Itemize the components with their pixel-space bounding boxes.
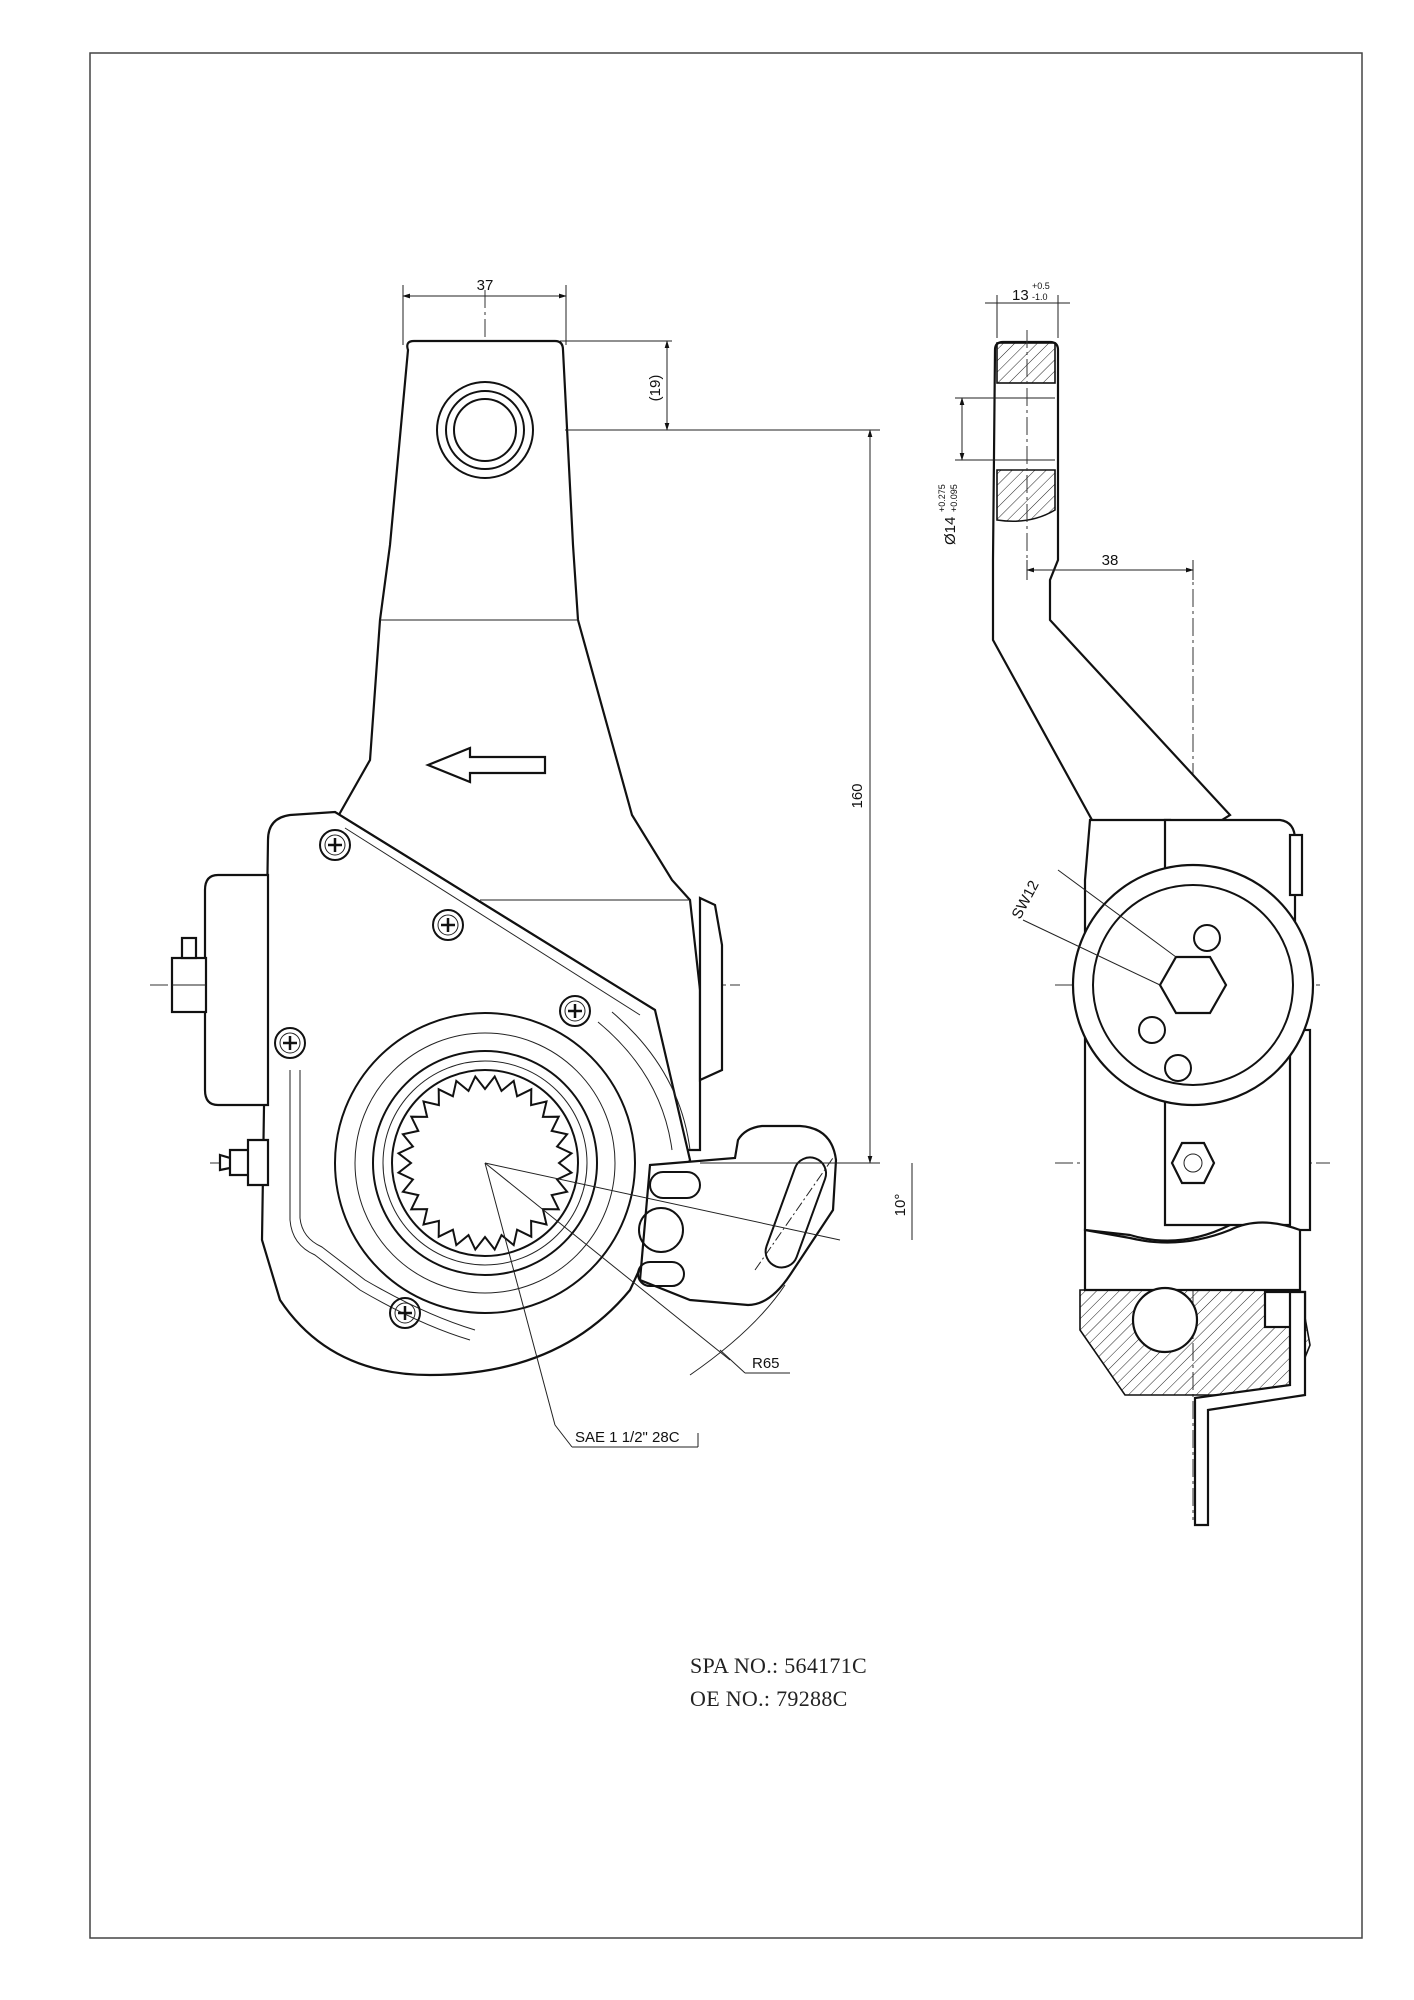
drawing-border	[89, 52, 1363, 1939]
front-view: 37 (19) 160 10° R65 SAE 1 1/2" 28C	[150, 277, 913, 1448]
side-arm-section-top	[996, 342, 1056, 384]
worm-bolt-stub	[180, 936, 198, 960]
oe-number: OE NO.: 79288C	[690, 1686, 848, 1711]
side-lower-nut-inner	[1183, 1153, 1203, 1173]
side-right-flange	[1288, 1028, 1312, 1232]
r65-arc	[689, 1284, 786, 1376]
dim-10deg: 10°	[892, 1194, 909, 1217]
worm-boss	[203, 873, 270, 1107]
clevis-hole-outer	[436, 381, 534, 479]
dim-bore-tol-lower: +0.095	[949, 484, 959, 512]
gear-ring-3	[372, 1050, 598, 1276]
housing-channel-2	[299, 1070, 476, 1331]
spa-number: SPA NO.: 564171C	[690, 1653, 867, 1678]
dim-19: (19)	[647, 375, 664, 402]
side-section-bearing	[1131, 1286, 1199, 1354]
dim-37: 37	[477, 277, 494, 294]
screw-icon	[319, 829, 351, 861]
dim-sw12: SW12	[1009, 878, 1043, 922]
housing-channel	[289, 1070, 471, 1341]
arm-pivot-hole	[638, 1207, 684, 1253]
screw-icon	[389, 1297, 421, 1329]
dim-bore: Ø14	[942, 517, 959, 545]
sw12-leader	[1022, 919, 1161, 986]
arm-pin-slot-1	[649, 1171, 701, 1199]
adjuster-housing	[260, 810, 692, 1377]
r65-leader	[719, 1349, 746, 1374]
housing-side-tab	[698, 896, 724, 1082]
construction-line-angle	[484, 1162, 841, 1241]
housing-arc-slot	[611, 1011, 691, 1151]
side-lower-nut	[1170, 1141, 1216, 1185]
construction-line-r65	[484, 1162, 731, 1361]
worm-hole-top	[1193, 924, 1221, 952]
side-view: 13 +0.5 -1.0 Ø14 +0.275 +0.095 38 SW12	[937, 281, 1330, 1527]
spline-teeth	[396, 1074, 574, 1252]
side-bottom-section	[1083, 1221, 1302, 1292]
side-bracket	[1193, 1290, 1307, 1527]
dim-13-tol-lower: -1.0	[1032, 292, 1048, 302]
worm-hole-left	[1138, 1016, 1166, 1044]
dim-160: 160	[849, 783, 866, 808]
clevis-hole-inner	[453, 398, 517, 462]
construction-line-spline	[484, 1162, 556, 1426]
grease-nipple	[218, 1138, 270, 1187]
gear-ring-2	[354, 1032, 616, 1294]
cover-screw-icons	[274, 829, 591, 1329]
sw12-leader-2	[1057, 869, 1177, 958]
dim-13: 13	[1012, 287, 1029, 304]
dim-38: 38	[1102, 552, 1119, 569]
gear-ring-5	[391, 1069, 579, 1257]
clevis-hole-mid	[445, 390, 525, 470]
spline-leader	[554, 1424, 573, 1448]
cover-seam-inner	[344, 827, 641, 1016]
dim-r65: R65	[752, 1355, 780, 1372]
direction-arrow-icon	[425, 746, 547, 784]
arm-slot	[764, 1156, 828, 1269]
arm-pin-slot-2	[637, 1261, 685, 1287]
worm-end-inner	[1092, 884, 1294, 1086]
dim-spline: SAE 1 1/2" 28C	[575, 1429, 680, 1446]
dim-bore-tol-upper: +0.275	[937, 484, 947, 512]
gear-ring-4	[382, 1060, 588, 1266]
dim-13-tol-upper: +0.5	[1032, 281, 1050, 291]
arm-slot-center	[754, 1154, 836, 1271]
screw-icon	[274, 1027, 306, 1059]
housing-arc-slot-2	[597, 1021, 673, 1151]
side-arm	[991, 340, 1232, 882]
control-arm-plate	[638, 1124, 838, 1307]
worm-hole-bottom	[1164, 1054, 1192, 1082]
cover-plate-seam	[334, 811, 656, 1011]
screw-icon	[559, 995, 591, 1027]
side-arm-section-bore	[996, 469, 1056, 523]
side-top-cap	[1288, 833, 1304, 897]
gear-outer-ring	[334, 1012, 636, 1314]
screw-icon	[432, 909, 464, 941]
